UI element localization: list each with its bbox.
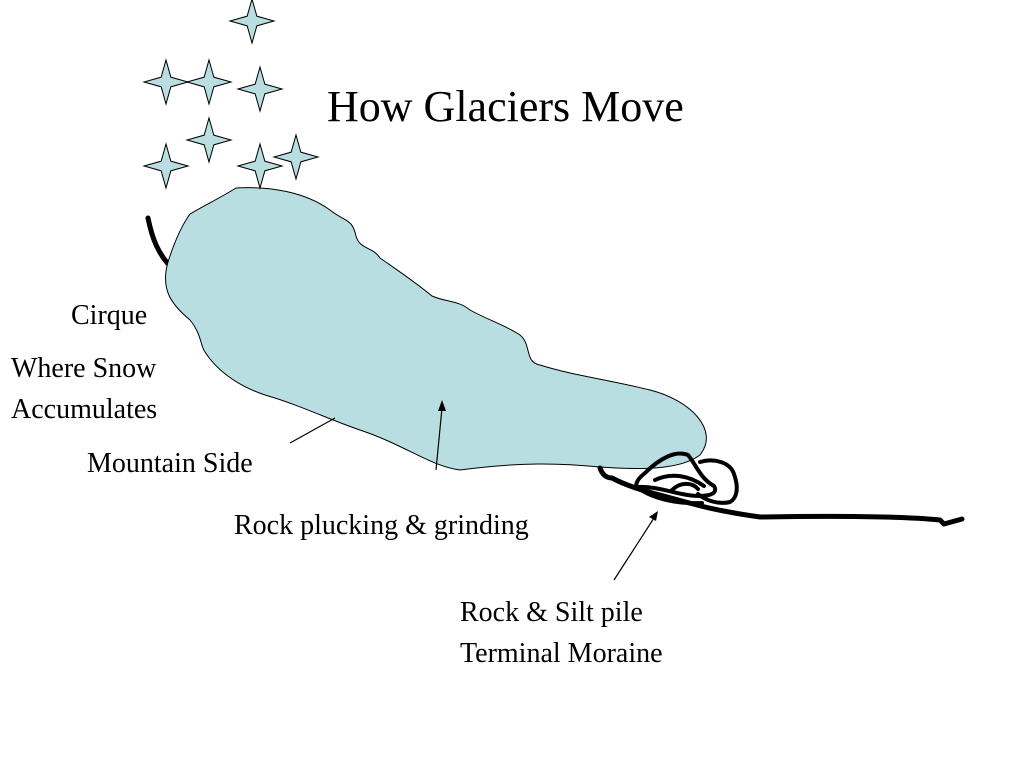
label-terminal-moraine: Terminal Moraine	[460, 638, 663, 669]
label-mountain-side: Mountain Side	[87, 448, 253, 479]
moraine-arrowhead	[649, 511, 658, 521]
four-point-star-icon-4	[236, 65, 284, 113]
four-point-star-icon-8	[272, 133, 320, 181]
four-point-star-icon-2	[142, 58, 190, 106]
label-rock-plucking: Rock plucking & grinding	[234, 510, 529, 541]
four-point-star-icon-5	[185, 116, 233, 164]
snowfall-stars	[142, 0, 320, 190]
label-where-snow: Where Snow	[11, 353, 157, 384]
moraine-arrow	[613, 517, 655, 581]
four-point-star-icon-7	[236, 142, 284, 190]
four-point-star-icon-6	[142, 142, 190, 190]
glacier-body	[164, 187, 707, 471]
label-cirque: Cirque	[71, 300, 148, 331]
four-point-star-icon-1	[228, 0, 276, 45]
four-point-star-icon-3	[185, 58, 233, 106]
mountain-side-pointer	[289, 417, 336, 444]
plucking-arrowhead	[438, 400, 446, 411]
page-title: How Glaciers Move	[327, 82, 684, 131]
plucking-arrow	[435, 407, 443, 471]
label-accumulates: Accumulates	[11, 394, 158, 425]
terminal-moraine	[634, 451, 739, 506]
label-rock-silt-pile: Rock & Silt pile	[460, 597, 643, 628]
